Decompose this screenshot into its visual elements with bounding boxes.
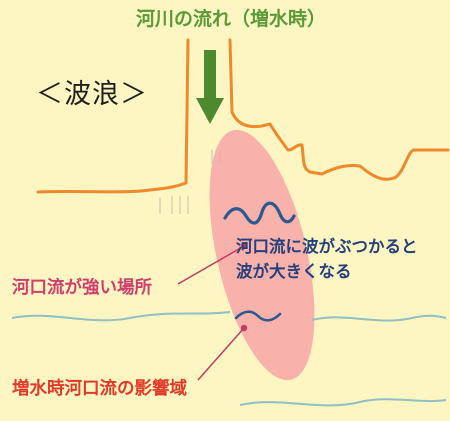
wave-icon bbox=[223, 201, 296, 225]
river-flow-title: 河川の流れ（増水時） bbox=[136, 8, 327, 30]
sea-line-upper bbox=[11, 311, 231, 322]
influence-zone-label: 増水時河口流の影響域 bbox=[12, 379, 187, 399]
wave-note-line2: 波が大きくなる bbox=[236, 262, 352, 281]
shoreline-left bbox=[36, 38, 190, 194]
waves-heading: ＜波浪＞ bbox=[36, 79, 148, 110]
sea-line-right bbox=[311, 314, 447, 322]
leader-strong-dot bbox=[240, 242, 248, 250]
strong-current-label: 河口流が強い場所 bbox=[12, 278, 152, 298]
leader-zone bbox=[197, 327, 245, 381]
wave-note-line1: 河口流に波がぶつかると bbox=[236, 237, 418, 256]
leader-strong bbox=[177, 245, 245, 285]
leader-zone-dot bbox=[240, 324, 248, 332]
sea-line-lower bbox=[239, 398, 447, 407]
flow-arrow-icon bbox=[196, 50, 224, 124]
shoreline-right bbox=[228, 38, 450, 181]
small-wave-icon bbox=[234, 310, 282, 322]
